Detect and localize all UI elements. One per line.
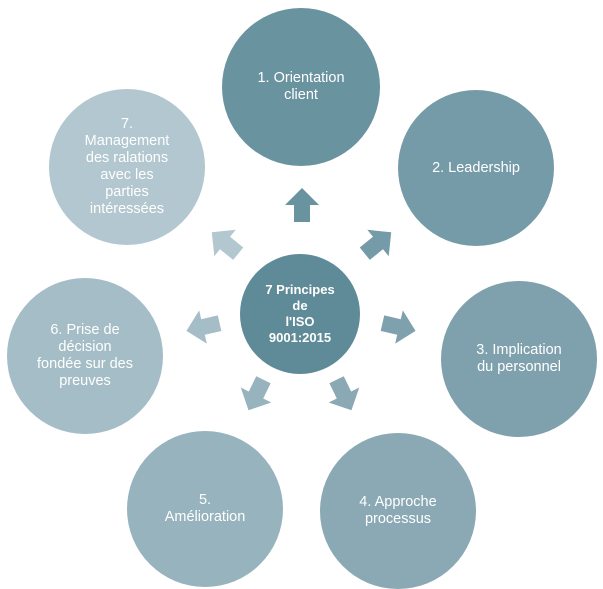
arrow-to-principle-6-icon (179, 303, 227, 351)
principle-6-circle: 6. Prise de décision fondée sur des preu… (7, 278, 163, 434)
principle-4-label: 4. Approche processus (359, 494, 437, 527)
arrow-to-principle-3-icon (375, 303, 423, 351)
principle-2-label: 2. Leadership (432, 159, 520, 176)
principle-3-label: 3. Implication du personnel (476, 342, 562, 375)
principle-5-circle: 5. Amélioration (127, 431, 283, 587)
principle-7-circle: 7. Management des ralations avec les par… (49, 89, 205, 245)
center-label: 7 Principes de l'ISO 9001:2015 (265, 282, 335, 345)
principle-7-label: 7. Management des ralations avec les par… (84, 116, 170, 217)
principle-2-circle: 2. Leadership (398, 90, 554, 246)
principle-5-label: 5. Amélioration (164, 492, 246, 525)
principle-4-circle: 4. Approche processus (320, 433, 476, 589)
arrow-to-principle-2-icon (350, 215, 406, 271)
arrow-to-principle-1-icon (282, 185, 322, 225)
principle-3-circle: 3. Implication du personnel (441, 281, 597, 437)
arrow-to-principle-5-icon (229, 368, 282, 421)
principle-1-label: 1. Orientation client (257, 70, 345, 103)
principle-1-circle: 1. Orientation client (222, 8, 380, 166)
principle-6-label: 6. Prise de décision fondée sur des preu… (37, 322, 133, 389)
arrow-to-principle-7-icon (197, 215, 253, 271)
arrow-to-principle-4-icon (317, 368, 370, 421)
center-circle: 7 Principes de l'ISO 9001:2015 (240, 254, 360, 374)
